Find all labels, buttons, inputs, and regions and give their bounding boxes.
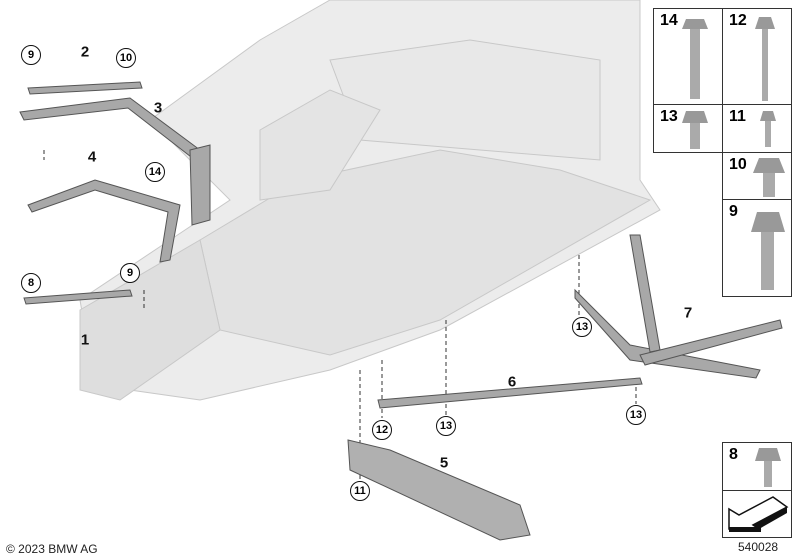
part-number: 12: [729, 12, 747, 29]
part-5-plate: [347, 439, 531, 541]
callout-8: 8: [21, 273, 41, 293]
callout-11: 11: [350, 481, 370, 501]
label-1: 1: [80, 331, 90, 349]
label-7: 7: [683, 304, 693, 322]
bolt-icon: [682, 19, 708, 99]
parts: [19, 81, 783, 541]
legend-part-8: 8: [722, 442, 792, 491]
part-number: 9: [729, 203, 738, 220]
legend-part-10: 10: [722, 152, 792, 200]
diagram-number: 540028: [738, 540, 779, 554]
part-number: 10: [729, 156, 747, 173]
copyright-text: © 2023 BMW AG: [6, 542, 98, 556]
callout-9: 9: [120, 263, 140, 283]
legend-part-9: 9: [722, 199, 792, 297]
part-1-strut: [23, 289, 133, 305]
legend-part-13: 13: [653, 104, 723, 153]
part-7-brace-b: [629, 234, 661, 353]
part-number: 13: [660, 108, 678, 125]
bolt-icon: [682, 111, 708, 149]
part-7-brace-a: [574, 288, 761, 379]
label-5: 5: [439, 454, 449, 472]
callout-10: 10: [116, 48, 136, 68]
callout-12: 12: [372, 420, 392, 440]
legend-part-12: 12: [722, 8, 792, 105]
callout-9: 9: [21, 45, 41, 65]
label-4: 4: [87, 148, 97, 166]
bolt-icon: [751, 212, 785, 290]
part-3-bracket: [189, 144, 211, 226]
part-2-strut: [27, 81, 143, 95]
callout-14: 14: [145, 162, 165, 182]
callout-13: 13: [626, 405, 646, 425]
legend-part-14: 14: [653, 8, 723, 105]
callout-13: 13: [436, 416, 456, 436]
label-2: 2: [80, 43, 90, 61]
label-6: 6: [507, 373, 517, 391]
bolt-icon: [753, 158, 785, 197]
vehicle-underbody: [79, 0, 661, 401]
part-6-strut: [377, 377, 643, 409]
part-number: 8: [729, 446, 738, 463]
part-number: 11: [729, 108, 746, 125]
callout-13: 13: [572, 317, 592, 337]
bolt-icon: [755, 448, 781, 487]
bolt-icon: [755, 17, 775, 101]
part-number: 14: [660, 12, 678, 29]
part-7-brace-c: [639, 319, 783, 366]
direction-arrow-box: [722, 490, 792, 538]
part-4-frame: [27, 179, 181, 263]
bolt-icon: [760, 111, 776, 147]
front-direction-arrow-icon: [728, 496, 789, 532]
legend-part-11: 11: [722, 104, 792, 153]
label-3: 3: [153, 99, 163, 117]
